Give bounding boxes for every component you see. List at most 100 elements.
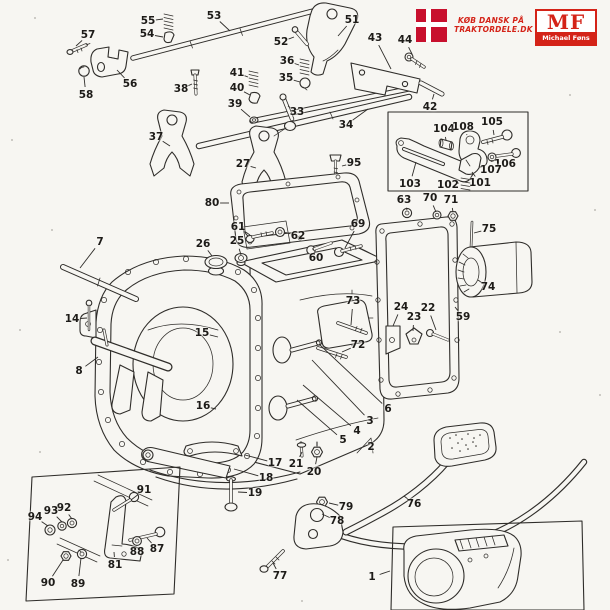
leader-line-58: [83, 76, 86, 88]
gasket-80: [230, 172, 371, 248]
guide-block-56: [90, 46, 129, 78]
leader-line-17: [244, 454, 268, 462]
nut-71: [447, 211, 459, 221]
leader-line-94: [41, 521, 49, 527]
leader-line-54: [154, 35, 164, 38]
brand-name: Michael Føns: [537, 32, 595, 44]
bolt-44: [404, 52, 426, 69]
nut-20: [310, 441, 324, 458]
leader-line-102: [455, 182, 460, 185]
leader-line-93: [56, 516, 63, 523]
leader-line-87: [146, 537, 152, 544]
ball-58: [78, 65, 90, 77]
bolt-22: [425, 328, 450, 342]
plug-25: [234, 252, 248, 267]
lever-18: [141, 446, 231, 479]
plate-and-bolt-61: [242, 220, 291, 250]
leader-line-37: [162, 140, 171, 147]
leader-line-5: [296, 399, 338, 436]
leader-line-72: [341, 347, 351, 353]
leader-line-103: [411, 161, 417, 177]
cross-shaft-8: [90, 328, 173, 422]
danish-flag-icon: [416, 9, 447, 42]
leader-line-19: [237, 491, 248, 493]
cotter-pin-14: [85, 299, 93, 332]
breather-cap-26: [204, 254, 228, 276]
stud-21: [296, 441, 307, 458]
leader-line-22: [430, 315, 437, 331]
leader-line-41: [244, 75, 249, 78]
group-bracket-2: [356, 437, 374, 454]
washer-62: [274, 226, 286, 238]
slogan-line2: TRAKTORDELE.DK: [454, 24, 533, 34]
leader-line-95: [341, 164, 347, 167]
inset-box-housing: [390, 520, 585, 610]
leader-line-75: [473, 230, 482, 234]
bolt-19: [224, 476, 238, 512]
spring-36: [299, 58, 310, 76]
leader-line-91: [130, 494, 138, 501]
leader-line-26: [207, 250, 213, 257]
leader-line-34: [352, 108, 369, 121]
shift-rail-34: [195, 93, 413, 150]
leader-line-70: [432, 205, 437, 213]
rod-7: [60, 264, 139, 302]
traktordele-logo: KØB DANSK PÅ TRAKTORDELE.DK MF Michael F…: [416, 9, 597, 46]
leader-line-78: [321, 513, 330, 519]
inset-box-linkage: [387, 111, 529, 192]
leader-line-1: [379, 570, 391, 575]
leader-line-4: [302, 384, 352, 427]
bolt-60: [306, 241, 333, 255]
leader-line-79: [328, 502, 339, 506]
leader-line-14: [79, 317, 88, 319]
clip-23: [405, 327, 423, 345]
bracket-43: [350, 62, 421, 96]
leader-line-69: [344, 230, 355, 249]
leader-line-3: [311, 359, 365, 416]
leader-line-53: [219, 21, 231, 32]
link-17: [183, 441, 243, 457]
leader-line-76: [403, 495, 409, 500]
pin-52: [291, 26, 309, 46]
leader-line-7: [79, 248, 96, 269]
leader-line-39: [240, 108, 251, 118]
logo-slogan: KØB DANSK PÅ TRAKTORDELE.DK: [454, 16, 533, 34]
stud-plate-72-73: [316, 299, 373, 360]
bracket-24: [385, 325, 401, 355]
leader-line-52: [288, 36, 295, 40]
leader-line-105: [492, 129, 495, 136]
leader-line-71: [451, 207, 454, 213]
shift-rail-53: [130, 7, 320, 61]
spring-41: [248, 70, 259, 88]
leader-line-92: [68, 514, 73, 520]
leader-lines: [41, 18, 508, 577]
leader-line-43: [378, 44, 392, 70]
leader-line-8: [85, 356, 99, 367]
screw-57: [66, 43, 91, 55]
selector-fork-37: [149, 109, 195, 177]
leader-line-33: [287, 105, 291, 108]
leader-line-89: [78, 557, 82, 577]
leader-line-56: [116, 69, 125, 79]
selector-fork-51: [306, 2, 359, 76]
gasket-59: [374, 216, 460, 400]
leader-line-60: [312, 247, 315, 251]
slogan-line1: KØB DANSK PÅ: [457, 16, 525, 25]
detent-40: [248, 91, 261, 104]
leader-line-77: [272, 562, 277, 570]
leader-line-36: [294, 63, 300, 66]
leader-line-59: [454, 306, 459, 312]
leader-line-73: [350, 308, 353, 326]
screw-38: [190, 69, 200, 96]
leader-line-18: [233, 468, 259, 477]
washer-70: [432, 210, 442, 220]
leader-line-40: [243, 91, 251, 96]
detent-35: [299, 77, 311, 91]
leader-line-104: [444, 136, 447, 141]
leader-line-21: [299, 451, 303, 458]
leader-line-20: [315, 456, 318, 465]
bolt-69: [333, 244, 363, 258]
leader-line-25: [238, 248, 242, 256]
